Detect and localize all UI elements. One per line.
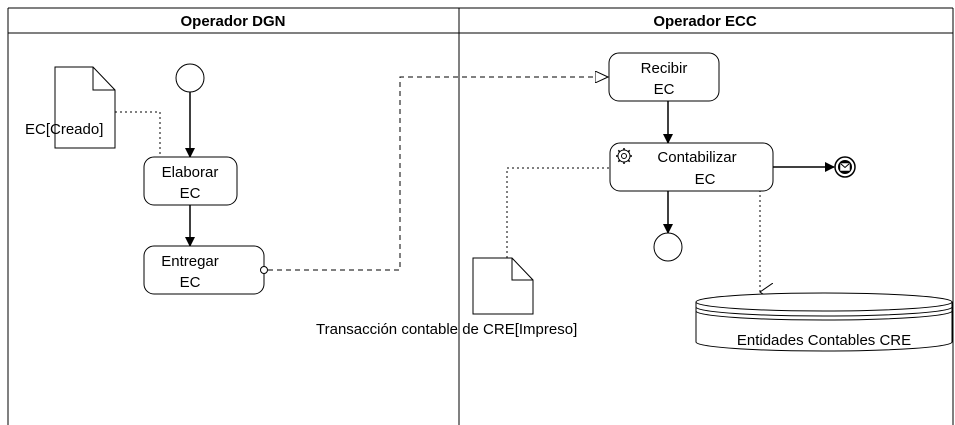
task-contabilizar-label-1: Contabilizar	[657, 149, 736, 166]
data-object-ec-creado[interactable]	[54, 66, 116, 149]
association-ec-creado	[115, 111, 161, 162]
lane-title-ecc: Operador ECC	[653, 13, 757, 30]
gear-icon	[616, 148, 632, 164]
lane-frame	[7, 7, 954, 425]
task-elaborar-label-1: Elaborar	[162, 164, 219, 181]
data-store-entidades-label: Entidades Contables CRE	[737, 332, 911, 349]
data-store-entidades[interactable]	[695, 292, 953, 352]
task-entregar-label-2: EC	[180, 274, 201, 291]
lane-title-dgn: Operador DGN	[180, 13, 285, 30]
message-flow-entregar-to-recibir	[268, 77, 608, 271]
data-object-ec-creado-label: EC[Creado]	[25, 121, 103, 138]
task-recibir-label-1: Recibir	[641, 60, 688, 77]
message-flow-source-icon	[260, 266, 268, 274]
task-elaborar-label-2: EC	[180, 185, 201, 202]
task-recibir-ec[interactable]	[608, 52, 720, 102]
envelope-icon	[840, 163, 850, 171]
task-recibir-label-2: EC	[654, 81, 675, 98]
message-end-event[interactable]	[834, 156, 856, 178]
task-contabilizar-label-2: EC	[695, 171, 716, 188]
task-elaborar-ec[interactable]	[143, 156, 238, 206]
end-event[interactable]	[653, 232, 683, 262]
association-transaccion	[506, 167, 610, 258]
data-object-transaccion[interactable]	[472, 257, 534, 315]
data-object-transaccion-label: Transacción contable de CRE[Impreso]	[316, 321, 577, 338]
start-event[interactable]	[175, 63, 205, 93]
task-entregar-label-1: Entregar	[161, 253, 219, 270]
